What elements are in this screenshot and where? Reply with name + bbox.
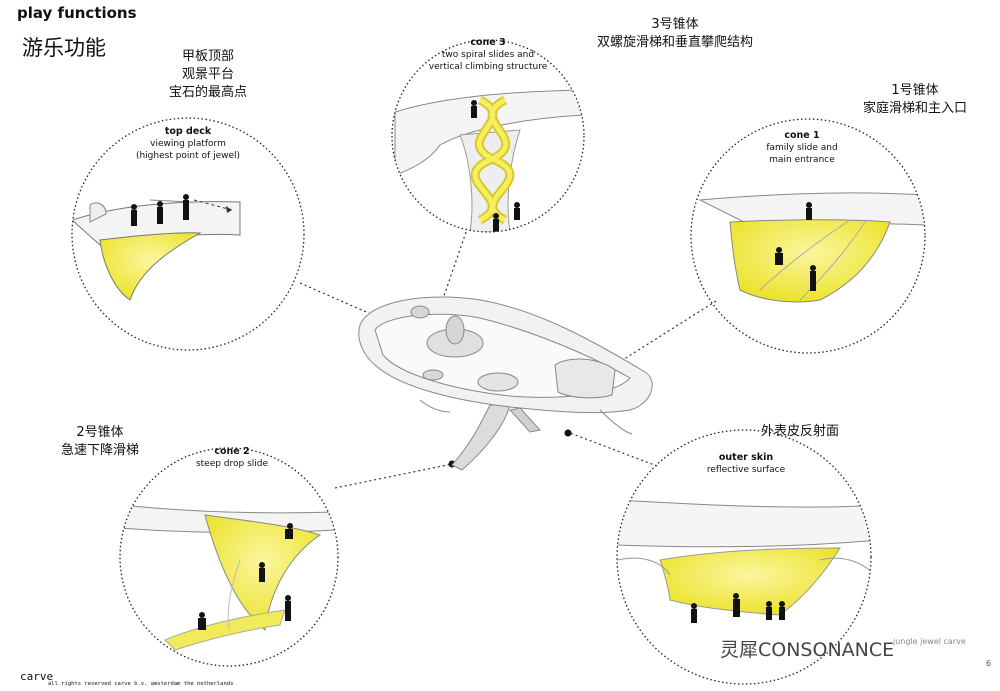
top-deck-chinese-label: 甲板顶部 观景平台 宝石的最高点: [148, 48, 268, 102]
label-line: 3号锥体: [651, 17, 699, 32]
cone-1-english-label: cone 1 family slide and main entrance: [752, 130, 852, 166]
outer-skin-english-label: outer skin reflective surface: [686, 452, 806, 476]
label-line: reflective surface: [706, 465, 786, 475]
label-title: cone 1: [784, 130, 820, 141]
label-line: two spiral slides and: [441, 50, 535, 60]
label-line: 观景平台: [181, 67, 234, 82]
page-heading-chinese: 游乐功能: [22, 36, 106, 60]
label-title: cone 2: [214, 446, 250, 457]
label-title: cone 3: [470, 37, 506, 48]
watermark: 灵犀CONSONANCE: [720, 639, 895, 661]
label-line: (highest point of jewel): [135, 151, 241, 161]
label-line: 宝石的最高点: [168, 85, 247, 100]
label-line: family slide and: [766, 143, 838, 153]
connector-lines: [299, 231, 717, 489]
label-line: 家庭滑梯和主入口: [862, 101, 967, 116]
cone-3-chinese-label: 3号锥体 双螺旋滑梯和垂直攀爬结构: [570, 16, 780, 52]
label-line: main entrance: [769, 155, 835, 165]
cone-1-chinese-label: 1号锥体 家庭滑梯和主入口: [840, 82, 990, 118]
label-title: outer skin: [718, 452, 774, 463]
label-title: top deck: [164, 126, 212, 137]
top-deck-detail-view: [71, 117, 305, 351]
cone-2-chinese-label: 2号锥体 急速下降滑梯: [40, 424, 160, 460]
central-playground-structure: [358, 296, 653, 471]
cone-1-detail-view: [690, 118, 926, 354]
cone-2-english-label: cone 2 steep drop slide: [182, 446, 282, 470]
label-line: vertical climbing structure: [428, 62, 548, 72]
outer-skin-chinese-label: 外表皮反射面: [740, 423, 860, 441]
cone-3-english-label: cone 3 two spiral slides and vertical cl…: [428, 37, 548, 73]
top-deck-english-label: top deck viewing platform (highest point…: [118, 126, 258, 162]
carve-logo: carve: [20, 670, 54, 683]
page-number: 6: [986, 659, 992, 668]
label-line: steep drop slide: [195, 459, 269, 469]
outer-skin-detail-view: [616, 429, 872, 685]
label-line: viewing platform: [150, 139, 226, 149]
label-line: 2号锥体: [76, 425, 124, 440]
label-line: 急速下降滑梯: [60, 443, 139, 458]
copyright-text: all rights reserved carve b.v. amsterdam…: [48, 681, 234, 687]
cone-3-detail-view: [391, 39, 585, 233]
cone-2-detail-view: [119, 447, 339, 667]
label-line: 双螺旋滑梯和垂直攀爬结构: [596, 35, 753, 50]
label-line: 1号锥体: [891, 83, 939, 98]
label-line: 甲板顶部: [181, 49, 234, 64]
label-line: 外表皮反射面: [760, 424, 839, 439]
page-heading: play functions: [17, 4, 137, 22]
brand-caption: jungle jewel carve: [893, 637, 966, 646]
